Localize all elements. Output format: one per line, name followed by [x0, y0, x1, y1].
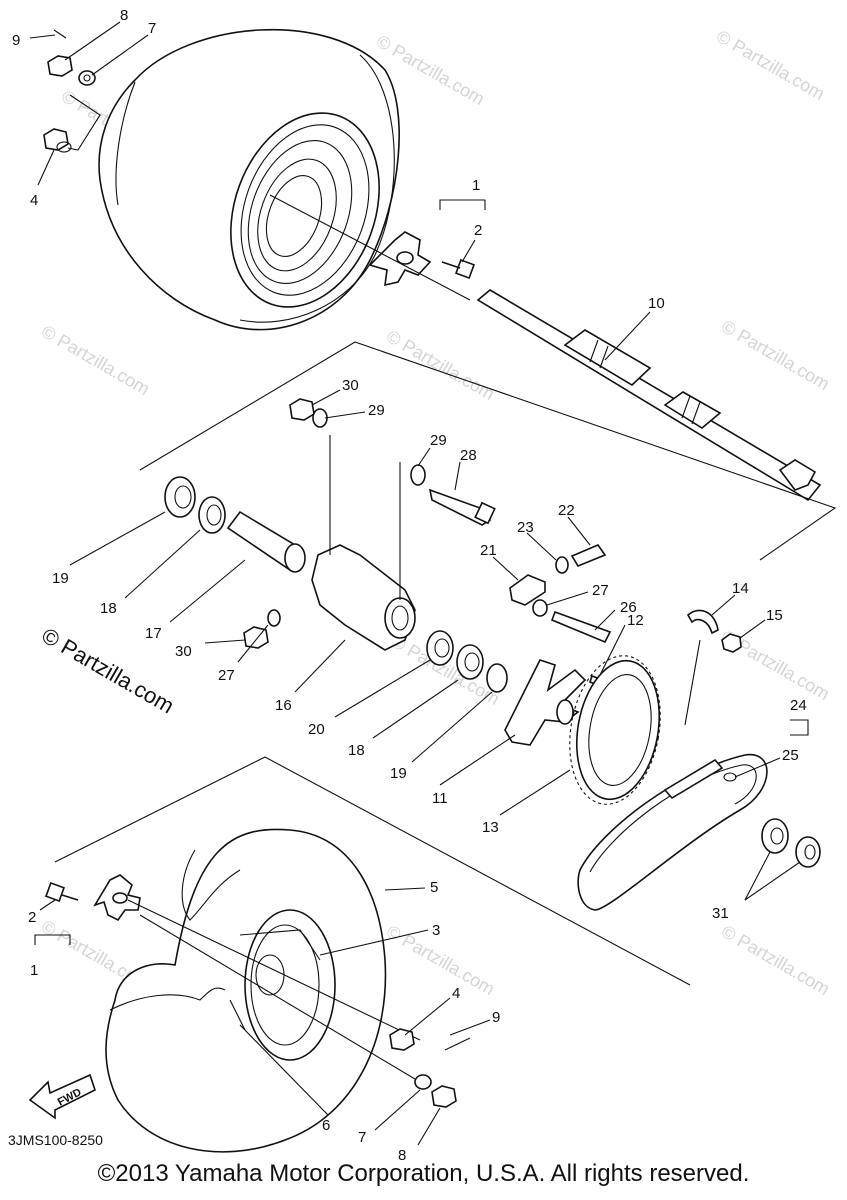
callout-4-top: 4 — [30, 192, 38, 209]
housing-nut-washer — [243, 609, 281, 649]
right-bearings — [426, 630, 508, 693]
callout-8-bottom: 8 — [398, 1147, 406, 1164]
drive-chain — [577, 753, 768, 911]
bottom-wheel-hub — [45, 874, 426, 1086]
bottom-nut-washer — [389, 1028, 471, 1108]
forward-direction-arrow: FWD — [28, 1073, 96, 1120]
top-nut-washer — [43, 29, 101, 153]
callout-27-left: 27 — [218, 667, 235, 684]
callout-13: 13 — [482, 819, 499, 836]
callout-12: 12 — [627, 612, 644, 629]
watermark: © Partzilla.com — [38, 321, 153, 399]
callout-18-left: 18 — [100, 600, 117, 617]
watermark: © Partzilla.com — [713, 26, 828, 104]
watermark: © Partzilla.com — [718, 921, 833, 999]
callout-1-top: 1 — [472, 177, 480, 194]
callout-labels: 9 8 7 4 1 2 10 30 29 29 28 22 23 21 27 2… — [12, 7, 807, 1164]
callout-23: 23 — [517, 519, 534, 536]
callout-24: 24 — [790, 697, 807, 714]
chain-rollers — [761, 818, 821, 868]
assembly-bracket-lower — [54, 756, 691, 986]
callout-25: 25 — [782, 747, 799, 764]
left-bearings — [164, 476, 306, 573]
callout-29-top: 29 — [368, 402, 385, 419]
callout-10: 10 — [648, 295, 665, 312]
upper-fasteners — [289, 398, 496, 526]
callout-20: 20 — [308, 721, 325, 738]
callout-8-top: 8 — [120, 7, 128, 24]
callout-22: 22 — [558, 502, 575, 519]
callout-2-bottom: 2 — [28, 909, 36, 926]
callout-26: 26 — [620, 599, 637, 616]
bottom-rear-wheel — [105, 828, 387, 1153]
watermark: © Partzilla.com — [718, 316, 833, 394]
callout-9-bottom: 9 — [492, 1009, 500, 1026]
callout-27-right: 27 — [592, 582, 609, 599]
callout-7-top: 7 — [148, 20, 156, 37]
callout-19-right: 19 — [390, 765, 407, 782]
callout-15: 15 — [766, 607, 783, 624]
callout-30-left: 30 — [175, 643, 192, 660]
callout-3: 3 — [432, 922, 440, 939]
rear-sprocket — [569, 655, 661, 805]
axle-housing — [311, 435, 416, 651]
callout-18-right: 18 — [348, 742, 365, 759]
diagram-code: 3JMS100-8250 — [8, 1132, 103, 1148]
leader-lines — [29, 21, 809, 1146]
top-wheel-hub — [368, 231, 432, 287]
callout-17: 17 — [145, 625, 162, 642]
top-rear-wheel — [98, 28, 400, 331]
callout-30-top: 30 — [342, 377, 359, 394]
callout-1-bottom: 1 — [30, 962, 38, 979]
caliper-mount — [509, 544, 612, 644]
callout-19-left: 19 — [52, 570, 69, 587]
watermark: © Partzilla.com — [383, 921, 498, 999]
callout-6: 6 — [322, 1117, 330, 1134]
callout-16: 16 — [275, 697, 292, 714]
guard-bracket — [684, 609, 742, 726]
assembly-bracket-upper — [139, 341, 837, 561]
callout-21: 21 — [480, 542, 497, 559]
callout-31: 31 — [712, 905, 729, 922]
top-wheel-bolt — [441, 259, 475, 279]
callout-4-bottom: 4 — [452, 985, 460, 1002]
callout-5: 5 — [430, 879, 438, 896]
callout-11: 11 — [432, 790, 448, 807]
callout-14: 14 — [732, 580, 749, 597]
callout-29-mid: 29 — [430, 432, 447, 449]
callout-28: 28 — [460, 447, 477, 464]
sprocket-hub — [504, 659, 587, 746]
axle-centerline — [269, 194, 471, 301]
watermark: © Partzilla.com — [383, 326, 498, 404]
callout-7-bottom: 7 — [358, 1129, 366, 1146]
copyright-footer: ©2013 Yamaha Motor Corporation, U.S.A. A… — [97, 1160, 750, 1187]
callout-9-top: 9 — [12, 32, 20, 49]
rear-axle-shaft — [476, 289, 822, 502]
callout-2-top: 2 — [474, 222, 482, 239]
